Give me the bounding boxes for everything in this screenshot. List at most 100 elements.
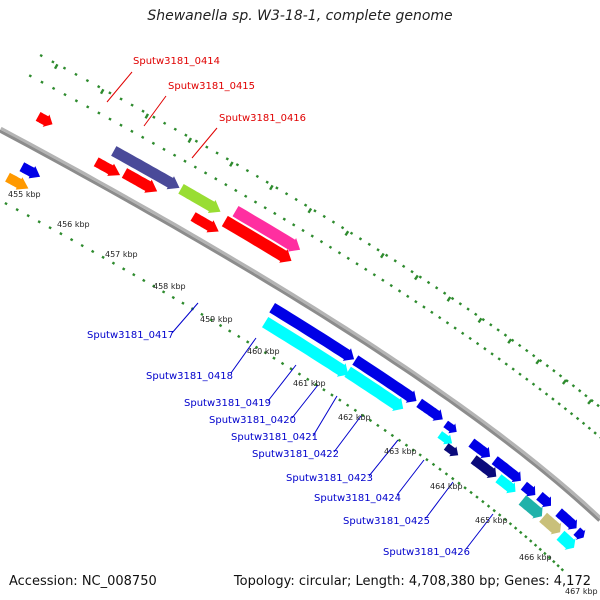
tick-dot (376, 423, 380, 428)
tick-dot (142, 278, 146, 283)
tick-dot (272, 356, 276, 360)
tick-dot (314, 382, 318, 387)
leader-line (191, 127, 218, 159)
tick-dot (451, 476, 455, 481)
major-tick (561, 379, 567, 385)
tick-dot (503, 517, 507, 522)
tick-dot (518, 372, 522, 376)
tick-dot (161, 290, 166, 294)
tick-dot (525, 377, 529, 381)
tick-dot (547, 555, 552, 560)
gene-label: Sputw3181_0414 (133, 56, 220, 67)
tick-dot (63, 92, 67, 97)
tick-dot (297, 372, 302, 376)
tick-dot (119, 97, 123, 101)
tick-dot (508, 522, 513, 526)
tick-dot (575, 416, 580, 421)
tick-dot (466, 307, 470, 311)
gene-blue-left (19, 162, 41, 179)
tick-dot (48, 226, 52, 230)
kbp-label: 457 kbp (105, 250, 138, 259)
tick-dot (563, 407, 568, 411)
tick-dot (543, 551, 547, 556)
tick-dot (442, 291, 447, 295)
tick-dot (310, 234, 314, 238)
tick-dot (531, 382, 536, 386)
tick-dot (322, 388, 326, 392)
tick-dot (489, 323, 493, 327)
tick-dot (390, 433, 395, 438)
tick-dot (162, 121, 167, 125)
tick-dot (234, 188, 238, 193)
tick-dot (474, 312, 478, 316)
leader-line (230, 337, 257, 374)
tick-dot (235, 163, 240, 167)
tick-dot (80, 243, 84, 248)
tick-dot (524, 534, 528, 539)
tick-dot (368, 418, 373, 423)
gene-0426-blue (555, 508, 577, 530)
tick-dot (101, 255, 105, 259)
gene-0417-cyan (262, 317, 349, 377)
genome-summary-text: Topology: circular; Length: 4,708,380 bp… (233, 574, 591, 589)
tick-dot (62, 66, 67, 70)
gene-label: Sputw3181_0426 (383, 547, 470, 558)
tick-dot (483, 347, 487, 351)
major-tick (379, 252, 385, 259)
major-tick (446, 296, 452, 302)
tick-dot (200, 312, 204, 317)
tick-dot (529, 539, 533, 543)
tick-dot (172, 153, 177, 157)
tick-dot (571, 384, 576, 388)
tick-dot (40, 80, 44, 84)
tick-dot (569, 411, 574, 416)
leader-layer (106, 71, 494, 550)
tick-dot (337, 251, 342, 255)
kbp-label: 459 kbp (200, 315, 233, 324)
tick-dot (130, 103, 134, 107)
major-tick (307, 207, 313, 214)
major-tick (269, 184, 274, 191)
tick-dot (353, 408, 358, 412)
tick-dot (173, 127, 178, 131)
tick-dot (475, 495, 479, 499)
tick-dot (132, 273, 136, 277)
tick-dot (263, 206, 267, 210)
tick-dot (253, 200, 258, 204)
leader-line (291, 384, 319, 419)
tick-dot (205, 145, 209, 149)
tick-dot (313, 209, 317, 213)
gene-0427-cyan (556, 530, 576, 550)
tick-dot (497, 357, 501, 361)
tick-dot (294, 197, 298, 202)
tick-dot (397, 438, 402, 442)
gene-0413-red (35, 112, 53, 127)
tick-dot (584, 393, 588, 398)
tick-dot (358, 237, 363, 241)
tick-dot (397, 289, 402, 293)
kbp-label: 465 kbp (475, 516, 508, 525)
tick-dot (596, 403, 600, 408)
gene-0418-blue (352, 355, 417, 403)
tick-dot (130, 129, 134, 133)
accession-text: Accession: NC_008750 (9, 574, 157, 589)
gene-0416-pink (232, 206, 301, 252)
tick-dot (225, 157, 229, 161)
gene-0424-blue (520, 481, 536, 497)
tick-dot (593, 431, 597, 435)
gene-0426-khaki (539, 512, 562, 535)
tick-dot (438, 315, 442, 320)
tick-dot (245, 340, 250, 344)
gene-0416-red (221, 215, 292, 263)
tick-dot (355, 262, 359, 266)
tick-dot (430, 310, 434, 314)
tick-dot (214, 177, 218, 181)
tick-dot (558, 374, 563, 378)
tick-dot (587, 426, 592, 430)
tick-dot (141, 135, 145, 139)
tick-track-outer2 (28, 74, 600, 439)
tick-dot (411, 448, 416, 452)
tick-dot (284, 192, 289, 196)
